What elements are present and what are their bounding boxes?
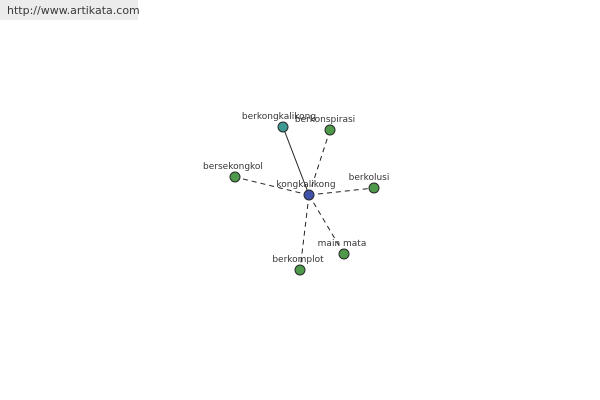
node-main-mata[interactable] bbox=[338, 248, 350, 260]
node-berkolusi[interactable] bbox=[368, 182, 380, 194]
node-label-berkonspirasi: berkonspirasi bbox=[295, 115, 355, 125]
edge-kongkalikong-berkolusi bbox=[308, 187, 375, 196]
node-berkomplot[interactable] bbox=[294, 264, 306, 276]
node-label-berkolusi: berkolusi bbox=[349, 173, 390, 183]
node-berkongkalikong[interactable] bbox=[277, 121, 289, 133]
node-label-berkongkalikong: berkongkalikong bbox=[242, 112, 316, 122]
edge-kongkalikong-berkongkalikong bbox=[282, 126, 310, 196]
node-label-berkomplot: berkomplot bbox=[272, 255, 324, 265]
node-kongkalikong[interactable] bbox=[303, 189, 315, 201]
node-label-main-mata: main mata bbox=[318, 239, 367, 249]
graph-labels: kongkalikong berkongkalikongberkonspirasi… bbox=[203, 112, 389, 265]
edge-kongkalikong-main-mata bbox=[308, 194, 345, 255]
edge-kongkalikong-bersekongkol bbox=[234, 176, 310, 196]
node-label-bersekongkol: bersekongkol bbox=[203, 162, 263, 172]
watermark-url: http://www.artikata.com bbox=[0, 0, 140, 20]
node-label-kongkalikong: kongkalikong bbox=[276, 180, 335, 190]
node-bersekongkol[interactable] bbox=[229, 171, 241, 183]
edge-kongkalikong-berkomplot bbox=[299, 194, 310, 271]
graph-nodes bbox=[229, 121, 380, 276]
node-berkonspirasi[interactable] bbox=[324, 124, 336, 136]
graph-edges bbox=[234, 126, 375, 271]
edge-kongkalikong-berkonspirasi bbox=[308, 129, 331, 196]
